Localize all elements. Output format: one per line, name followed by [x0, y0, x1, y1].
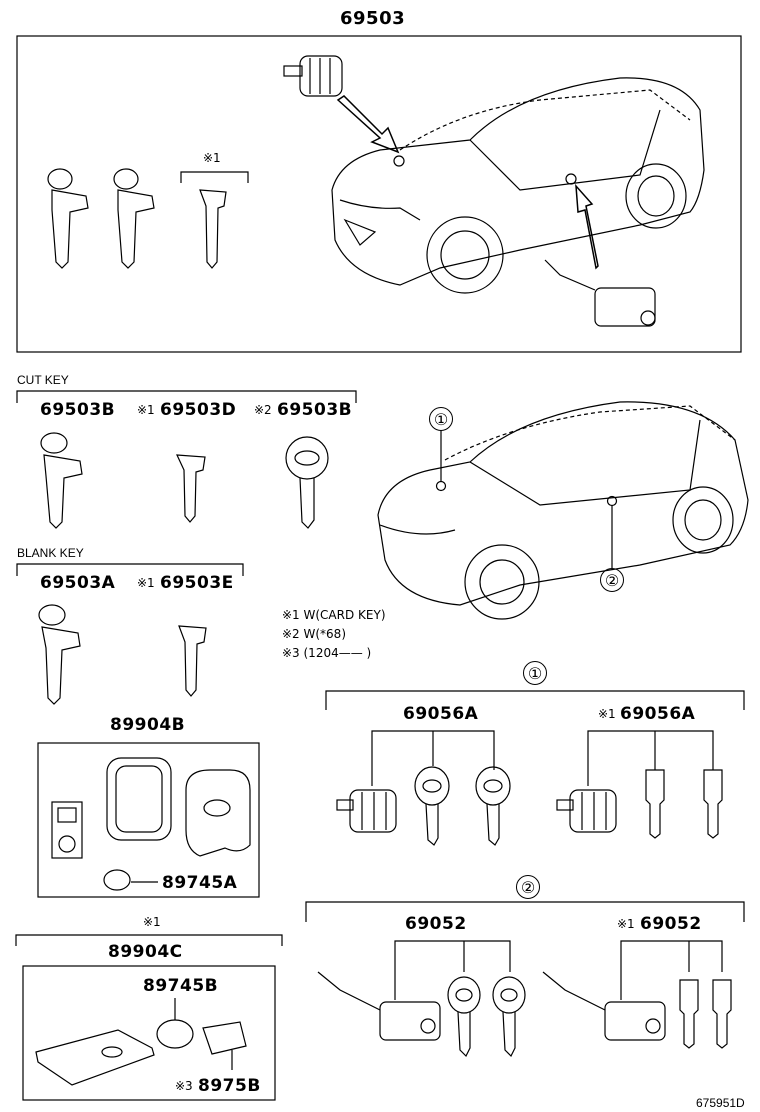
group1-label: ①: [523, 661, 547, 685]
part-number-89745b: 89745B: [143, 976, 219, 996]
top-mark-note: ※1: [203, 151, 221, 165]
top-car-outline: [331, 77, 705, 294]
group2-key-b: [492, 976, 526, 1058]
card-key-bracket: [15, 934, 283, 946]
battery-89745a: [103, 869, 158, 891]
top-key-2: [113, 168, 155, 269]
blank-key-1: [38, 604, 81, 705]
note-1: ※1 W(CARD KEY): [282, 608, 386, 622]
group2-key-c: [679, 979, 699, 1049]
blank-key-mark-1: ※1: [137, 576, 155, 590]
part-number-69503d: 69503D: [160, 400, 237, 420]
part-number-69052-b: 69052: [640, 914, 702, 934]
group1-key-b: [475, 766, 511, 846]
top-lock-cylinder: [283, 55, 343, 97]
part-number-69056a-b: 69056A: [620, 704, 696, 724]
callout-2-car: ②: [600, 568, 624, 592]
cut-key-3: [285, 436, 329, 529]
part-number-8975b: 8975B: [198, 1076, 261, 1096]
top-mark-bracket: [180, 171, 249, 183]
part-number-69052-a: 69052: [405, 914, 467, 934]
part-number-89904b: 89904B: [110, 715, 186, 735]
top-card-key-blade: [199, 189, 227, 269]
cut-key-bracket: [16, 390, 357, 403]
blank-key-bracket: [16, 563, 244, 576]
card-key: [35, 1029, 155, 1086]
diagram-reference-code: 675951D: [696, 1096, 745, 1110]
right-car-outline: [377, 401, 749, 620]
card-key-mark: ※1: [143, 915, 161, 929]
group1-cylinder-left: [336, 789, 397, 833]
part-number-69503a: 69503A: [40, 573, 116, 593]
cut-key-1: [40, 432, 83, 529]
group1-cylinder-right: [556, 789, 617, 833]
group2-mark-1: ※1: [617, 917, 635, 931]
part-number-69503b-a: 69503B: [40, 400, 116, 420]
part-number-69503b-b: 69503B: [277, 400, 353, 420]
group2-door-lock-left: [317, 971, 441, 1041]
group2-label: ②: [516, 875, 540, 899]
smart-key-frame: [37, 742, 260, 898]
part-number-69503: 69503: [340, 8, 406, 29]
group2-left-leaders: [394, 940, 511, 1000]
card-key-mark-3: ※3: [175, 1079, 193, 1093]
group2-key-a: [447, 976, 481, 1058]
part-number-69056a-a: 69056A: [403, 704, 479, 724]
cut-key-mark-2: ※2: [254, 403, 272, 417]
smart-key-housing: [106, 757, 172, 841]
sticker-8975b: [202, 1021, 247, 1070]
part-number-89904c: 89904C: [108, 942, 183, 962]
arrow-to-car-hood: [336, 95, 400, 154]
battery-89745b: [156, 998, 194, 1049]
group1-bracket: [325, 690, 745, 710]
group2-right-leaders: [620, 940, 723, 1000]
group1-mark-1: ※1: [598, 707, 616, 721]
note-2: ※2 W(*68): [282, 627, 347, 641]
cut-key-mark-1: ※1: [137, 403, 155, 417]
blank-key-heading: BLANK KEY: [17, 546, 84, 560]
group1-left-leaders: [371, 730, 495, 786]
group2-door-lock-right: [542, 971, 666, 1041]
part-number-89745a: 89745A: [162, 873, 238, 893]
group1-key-a: [414, 766, 450, 846]
note-3: ※3 (1204—— ): [282, 646, 372, 660]
callout-1-car: ①: [429, 407, 453, 431]
smart-key-internal-board: [51, 801, 83, 859]
part-number-69503e: 69503E: [160, 573, 234, 593]
group1-key-c: [645, 769, 665, 839]
cut-key-heading: CUT KEY: [17, 373, 69, 387]
top-assembly-frame: [16, 35, 742, 353]
top-door-lock: [544, 259, 656, 327]
group1-right-leaders: [587, 730, 714, 786]
smart-key-fob: [185, 769, 251, 857]
cut-key-2: [176, 454, 206, 523]
group2-bracket: [305, 901, 745, 922]
top-key-1: [47, 168, 89, 269]
blank-key-2: [178, 625, 207, 697]
card-key-frame: [22, 965, 276, 1101]
arrow-to-car-door: [575, 183, 599, 270]
group2-key-d: [712, 979, 732, 1049]
group1-key-d: [703, 769, 723, 839]
